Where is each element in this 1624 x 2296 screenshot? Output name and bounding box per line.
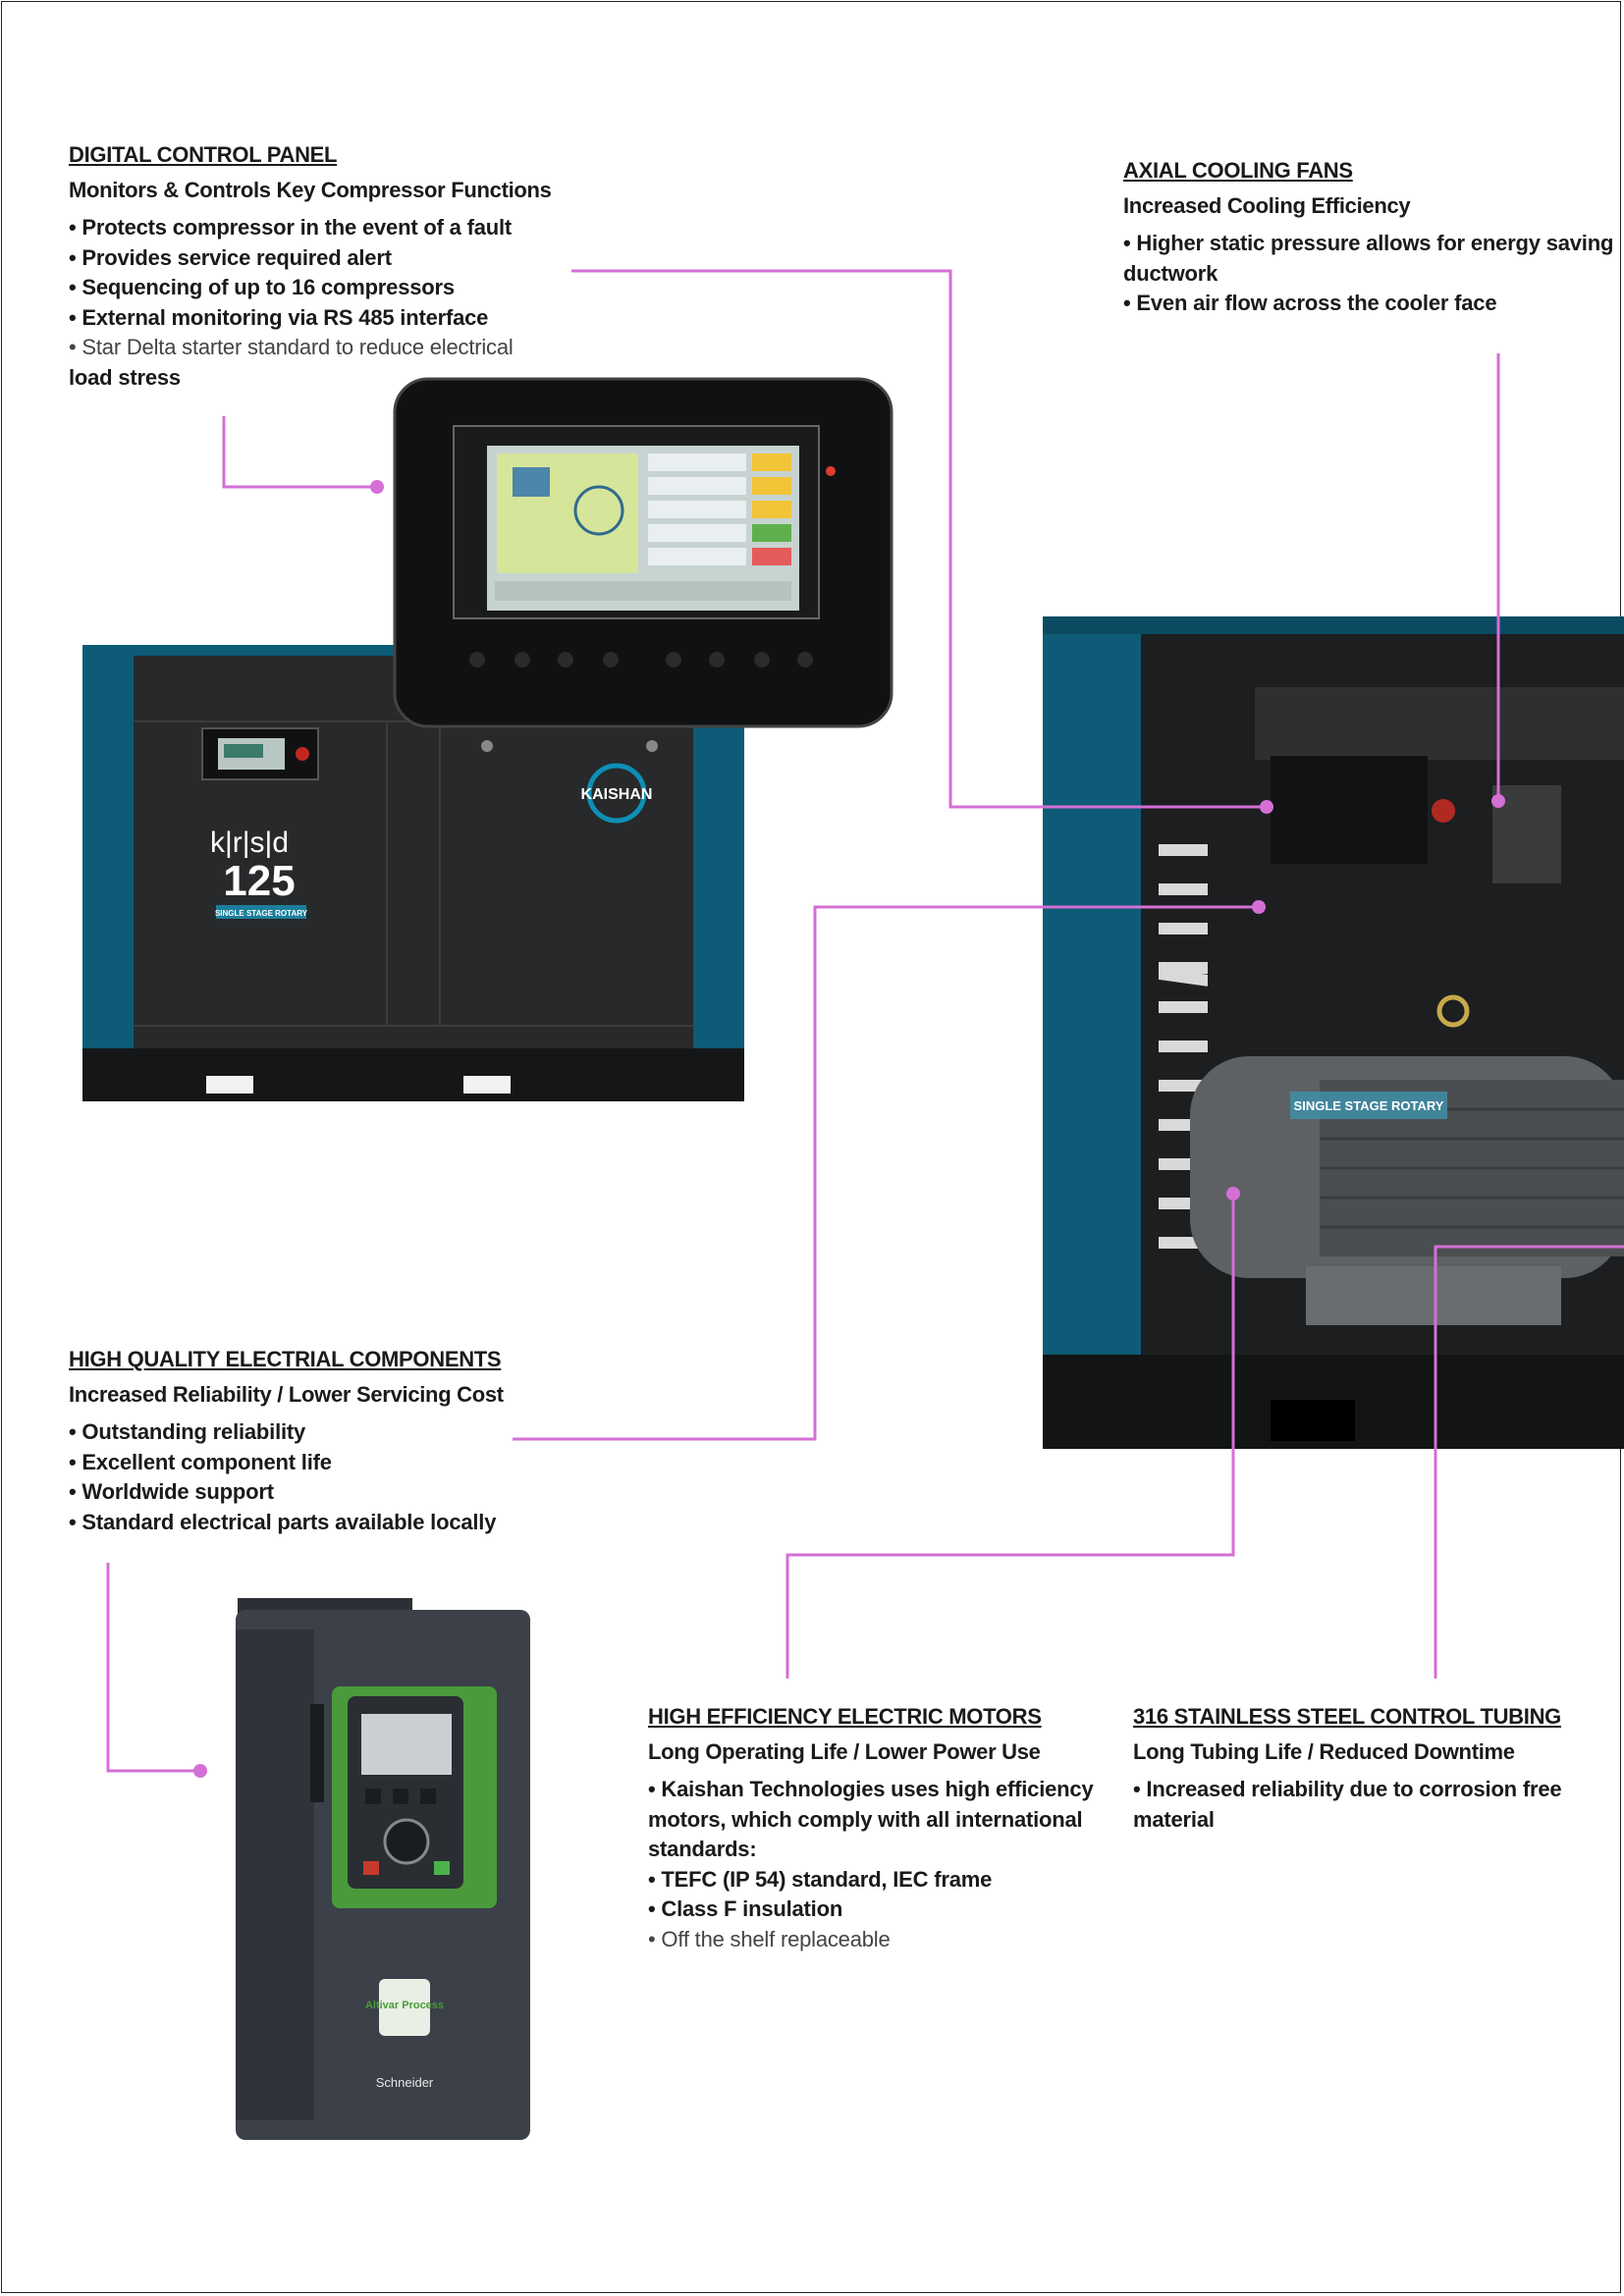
callout-line-vfd (106, 1563, 200, 1773)
motors-bullets: • Kaishan Technologies uses high efficie… (648, 1775, 1110, 1954)
vfd-drive-illustration: Altivar Process Schneider (236, 1598, 530, 2140)
list-item: load stress (69, 364, 181, 390)
electrical-callout: HIGH QUALITY ELECTRIAL COMPONENTS Increa… (69, 1347, 619, 1537)
list-item: • Worldwide support (69, 1479, 274, 1504)
list-item: • Higher static pressure allows for ener… (1123, 231, 1614, 255)
list-item: • Kaishan Technologies uses high efficie… (648, 1777, 1094, 1801)
list-item: ductwork (1123, 260, 1218, 286)
list-item: • Star Delta starter standard to reduce … (69, 335, 514, 359)
electrical-subheading: Increased Reliability / Lower Servicing … (69, 1382, 504, 1407)
list-item: • Sequencing of up to 16 compressors (69, 275, 455, 299)
cooling-fans-heading: AXIAL COOLING FANS (1123, 158, 1353, 183)
vfd-series: Altivar Process (365, 2000, 444, 2011)
motors-callout: HIGH EFFICIENCY ELECTRIC MOTORS Long Ope… (648, 1704, 1110, 1954)
tubing-subheading: Long Tubing Life / Reduced Downtime (1133, 1739, 1515, 1764)
list-item: • Outstanding reliability (69, 1419, 306, 1444)
control-panel-callout: DIGITAL CONTROL PANEL Monitors & Control… (69, 142, 579, 393)
list-item: • Off the shelf replaceable (648, 1926, 891, 1951)
callout-line-electrical (513, 905, 1259, 1441)
list-item: • Excellent component life (69, 1449, 332, 1474)
list-item: • Provides service required alert (69, 244, 392, 270)
callout-line-motors (785, 1194, 1235, 1679)
cooling-fans-bullets: • Higher static pressure allows for ener… (1123, 229, 1614, 319)
list-item: • Even air flow across the cooler face (1123, 291, 1497, 315)
list-item: standards: (648, 1837, 757, 1861)
kaishan-logo: KAISHAN (581, 786, 653, 803)
list-item: • TEFC (IP 54) standard, IEC frame (648, 1866, 993, 1892)
model-number: 125 (223, 857, 295, 905)
list-item: • Increased reliability due to corrosion… (1133, 1777, 1562, 1801)
motors-subheading: Long Operating Life / Lower Power Use (648, 1739, 1041, 1764)
electrical-bullets: • Outstanding reliability • Excellent co… (69, 1417, 619, 1537)
cooling-fans-subheading: Increased Cooling Efficiency (1123, 193, 1411, 218)
model-prefix: k|r|s|d (210, 827, 289, 859)
model-tag: SINGLE STAGE ROTARY (215, 909, 308, 918)
tubing-bullets: • Increased reliability due to corrosion… (1133, 1775, 1595, 1835)
list-item: • Standard electrical parts available lo… (69, 1509, 497, 1534)
motors-heading: HIGH EFFICIENCY ELECTRIC MOTORS (648, 1704, 1042, 1729)
list-item: motors, which comply with all internatio… (648, 1806, 1083, 1832)
compressor-interior-illustration: SINGLE STAGE ROTARY (1043, 616, 1624, 1449)
control-panel-subheading: Monitors & Controls Key Compressor Funct… (69, 178, 552, 202)
control-panel-bullets: • Protects compressor in the event of a … (69, 213, 579, 393)
list-item: • Class F insulation (648, 1896, 843, 1921)
callout-line-control-panel-2 (571, 269, 1267, 809)
tubing-callout: 316 STAINLESS STEEL CONTROL TUBING Long … (1133, 1704, 1595, 1835)
list-item: • Protects compressor in the event of a … (69, 215, 513, 240)
vfd-maker: Schneider (376, 2075, 434, 2090)
list-item: • External monitoring via RS 485 interfa… (69, 304, 489, 330)
cooling-fans-callout: AXIAL COOLING FANS Increased Cooling Eff… (1123, 158, 1614, 319)
callout-lines (106, 269, 1624, 1773)
list-item: material (1133, 1806, 1215, 1832)
electrical-heading: HIGH QUALITY ELECTRIAL COMPONENTS (69, 1347, 502, 1371)
control-panel-illustration (393, 377, 893, 728)
callout-line-tubing (1434, 1245, 1624, 1679)
callout-dots (193, 480, 1505, 1778)
callout-line-control-panel (222, 416, 377, 489)
control-panel-heading: DIGITAL CONTROL PANEL (69, 142, 338, 167)
tubing-heading: 316 STAINLESS STEEL CONTROL TUBING (1133, 1704, 1561, 1729)
motor-tag: SINGLE STAGE ROTARY (1294, 1098, 1444, 1113)
